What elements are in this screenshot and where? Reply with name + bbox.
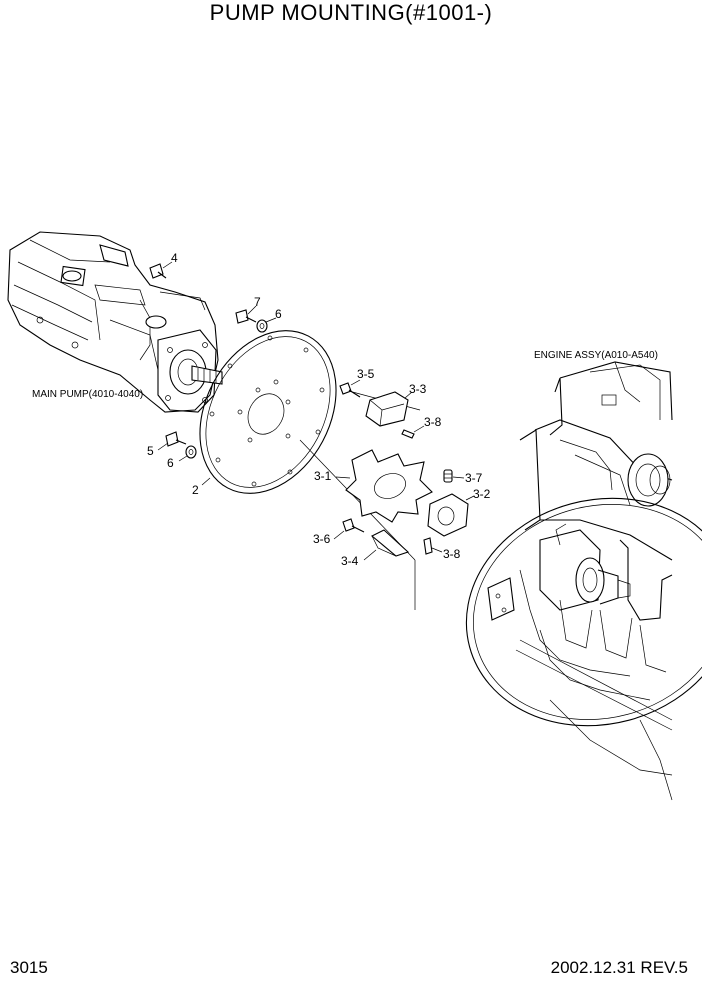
revision-date: 2002.12.31 REV.5 [550,958,688,977]
callout-3-3: 3-3 [409,382,427,396]
callout-3-6: 3-6 [313,532,331,546]
bolt-part-7 [235,305,257,324]
page-title: PUMP MOUNTING(#1001-) [209,0,493,25]
callout-3-5: 3-5 [357,367,375,381]
hub-part-3-2 [427,493,475,537]
callout-5: 5 [147,444,154,458]
rubber-coupling-part-3-1 [335,449,433,523]
callout-4: 4 [171,251,178,265]
wedge-part-3-4 [363,529,410,561]
bolt-part-4 [149,261,173,279]
bolt-part-3-6 [333,518,365,540]
plate-part-2 [199,330,337,494]
bolt-part-5 [157,431,187,451]
callout-6-upper: 6 [275,307,282,321]
main-pump-drawing [7,231,223,413]
callout-3-8-upper: 3-8 [424,415,442,429]
callout-3-7: 3-7 [465,471,483,485]
pin-part-3-8-lower [423,537,443,555]
washer-part-6-lower [178,445,197,462]
main-pump-label: MAIN PUMP(4010-4040) [32,389,143,400]
callout-3-1: 3-1 [314,469,332,483]
page-number: 3015 [10,958,48,977]
callout-7: 7 [254,295,261,309]
block-part-3-3 [365,391,413,427]
callout-2: 2 [192,483,199,497]
callout-3-4: 3-4 [341,554,359,568]
callout-6-lower: 6 [167,456,174,470]
callout-3-8-lower: 3-8 [443,547,461,561]
callout-3-2: 3-2 [473,487,491,501]
bolt-part-3-5 [339,379,361,398]
washer-part-6-upper [256,317,277,333]
engine-drawing [465,361,702,801]
set-screw-part-3-7 [443,469,465,483]
pin-part-3-8-upper [401,425,425,439]
engine-assy-label: ENGINE ASSY(A010-A540) [534,350,658,361]
